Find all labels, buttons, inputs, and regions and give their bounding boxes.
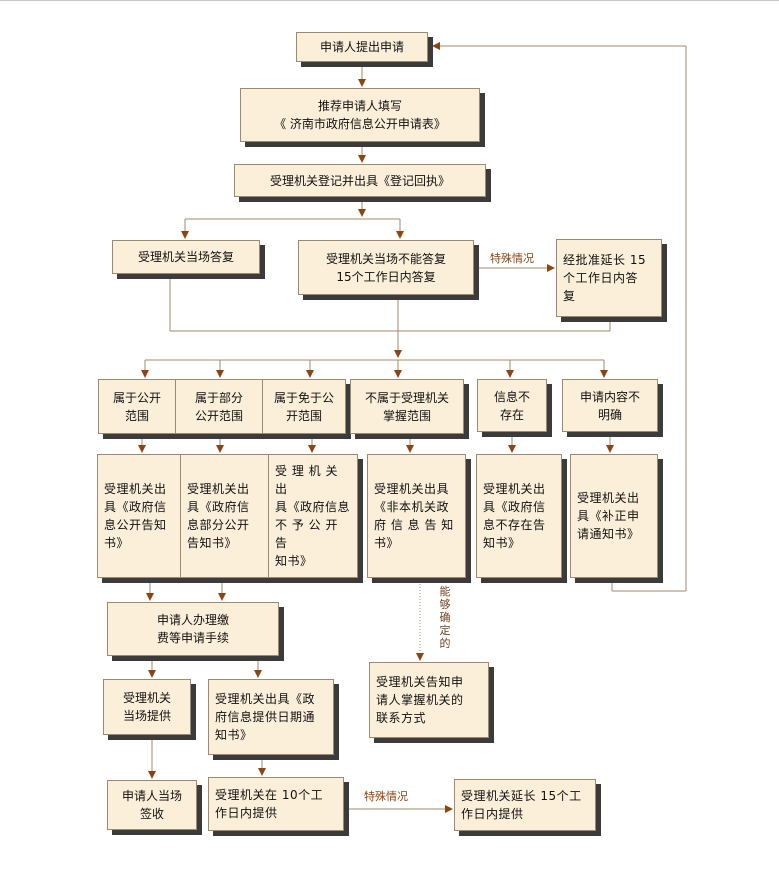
node-notice-not-exist: 受理机关出 具《政府信 息不存在告 知书》	[476, 454, 562, 578]
node-public: 属于公开 范围	[98, 379, 176, 434]
node-extend-provide-text: 受理机关延长 15个工 作日内提供	[461, 789, 582, 821]
node-public-text: 属于公开 范围	[112, 390, 161, 423]
node-provide-10: 受理机关在 10个工 作日内提供	[208, 777, 344, 831]
node-provide-now-text: 受理机关 当场提供	[122, 691, 171, 723]
node-register: 受理机关登记并出具《登记回执》	[234, 164, 486, 197]
node-inform-contact: 受理机关告知申 请人掌握机关的 联系方式	[369, 662, 489, 738]
node-sign-text: 申请人当场 签收	[121, 789, 182, 821]
label-can-determine: 能 够 确 定 的	[439, 585, 451, 650]
node-provide-now: 受理机关 当场提供	[103, 679, 191, 735]
node-notice-date: 受理机关出具《政 府信息提供日期通 知书》	[208, 679, 334, 755]
node-notice-public-text: 受理机关出 具《政府信 息公开告知 书》	[104, 482, 167, 550]
node-answer-15days-text: 受理机关当场不能答复 15个工作日内答复	[325, 251, 446, 284]
node-answer-now: 受理机关当场答复	[112, 240, 260, 274]
node-unclear-text: 申请内容不 明确	[579, 389, 640, 422]
node-notice-exempt: 受 理 机 关 出 具《政府信息 不 予 公 开 告 知书》	[268, 454, 358, 578]
node-partial: 属于部分 公开范围	[175, 379, 263, 434]
node-answer-now-text: 受理机关当场答复	[137, 250, 234, 264]
node-fees: 申请人办理缴 费等申请手续	[107, 602, 279, 656]
node-apply: 申请人提出申请	[296, 32, 428, 62]
node-not-exist-text: 信息不 存在	[493, 389, 530, 422]
node-notice-partial: 受理机关出 具《政府信 息部分公开 告知书》	[180, 454, 269, 578]
node-notice-date-text: 受理机关出具《政 府信息提供日期通 知书》	[215, 692, 316, 742]
label-special-case-1: 特殊情况	[490, 252, 534, 265]
node-notice-not-exist-text: 受理机关出 具《政府信 息不存在告 知书》	[483, 482, 546, 550]
node-notice-public: 受理机关出 具《政府信 息公开告知 书》	[97, 454, 181, 578]
node-answer-15days: 受理机关当场不能答复 15个工作日内答复	[298, 240, 474, 295]
node-notice-partial-text: 受理机关出 具《政府信 息部分公开 告知书》	[187, 482, 250, 550]
node-notice-correct-text: 受理机关出 具《补正申 请通知书》	[577, 491, 640, 541]
node-fees-text: 申请人办理缴 费等申请手续	[156, 613, 229, 645]
node-notice-not-held-text: 受理机关出具 《非本机关政 府 信 息 告 知 书》	[374, 482, 454, 550]
node-partial-text: 属于部分 公开范围	[194, 390, 243, 423]
node-notice-correct: 受理机关出 具《补正申 请通知书》	[570, 454, 658, 578]
node-notice-exempt-text: 受 理 机 关 出 具《政府信息 不 予 公 开 告 知书》	[275, 464, 351, 568]
node-extend-provide: 受理机关延长 15个工 作日内提供	[454, 779, 596, 831]
top-border	[0, 0, 779, 1]
label-special-case-2: 特殊情况	[364, 790, 408, 803]
node-fill-form: 推荐申请人填写 《 济南市政府信息公开申请表》	[240, 88, 480, 142]
node-extend15: 经批准延长 15 个工作日内答 复	[556, 239, 662, 317]
node-not-held: 不属于受理机关 掌握范围	[350, 379, 464, 434]
node-sign: 申请人当场 签收	[107, 780, 197, 830]
node-fill-form-text: 推荐申请人填写 《 济南市政府信息公开申请表》	[274, 99, 446, 131]
node-unclear: 申请内容不 明确	[562, 379, 658, 432]
node-exempt: 属于免于公 开范围	[262, 379, 346, 434]
node-apply-text: 申请人提出申请	[319, 40, 404, 54]
node-inform-contact-text: 受理机关告知申 请人掌握机关的 联系方式	[376, 675, 464, 725]
node-provide-10-text: 受理机关在 10个工 作日内提供	[215, 788, 324, 820]
node-not-held-text: 不属于受理机关 掌握范围	[364, 390, 449, 423]
node-extend15-text: 经批准延长 15 个工作日内答 复	[563, 253, 647, 303]
node-notice-not-held: 受理机关出具 《非本机关政 府 信 息 告 知 书》	[367, 454, 466, 578]
node-not-exist: 信息不 存在	[477, 379, 547, 432]
node-register-text: 受理机关登记并出具《登记回执》	[269, 173, 450, 188]
node-exempt-text: 属于免于公 开范围	[273, 390, 334, 423]
